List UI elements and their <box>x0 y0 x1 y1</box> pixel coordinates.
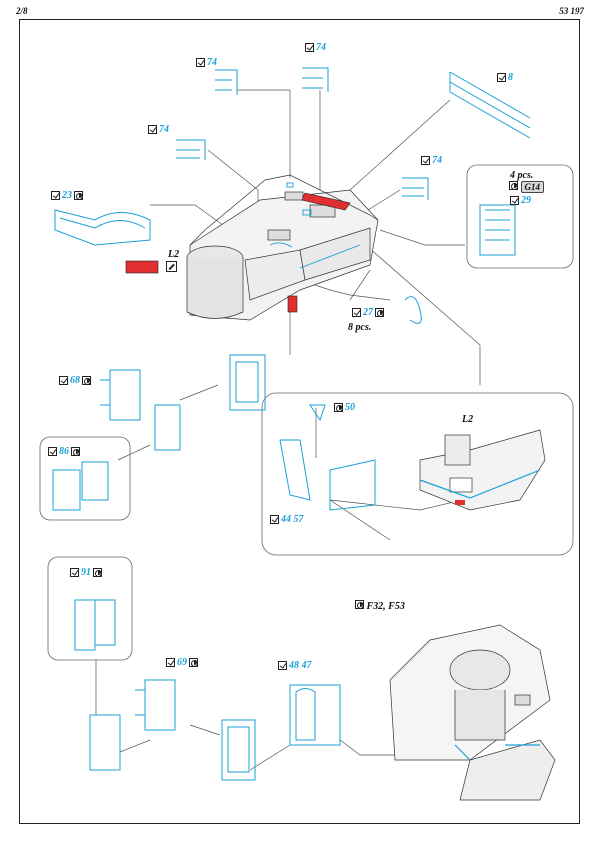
callout-91: 91 <box>70 567 102 578</box>
bend-icon <box>82 376 91 385</box>
bend-icon <box>71 447 80 456</box>
callout-74-top-center: 74 <box>305 42 326 53</box>
callout-29: 29 <box>510 195 531 206</box>
check-icon <box>421 156 430 165</box>
callout-86: 86 <box>48 446 80 457</box>
check-icon <box>510 196 519 205</box>
bend-icon <box>93 568 102 577</box>
product-code: 53 197 <box>559 6 584 16</box>
page-number: 2/8 <box>16 6 28 16</box>
callout-50: 50 <box>334 402 355 413</box>
check-icon <box>305 43 314 52</box>
check-icon <box>48 447 57 456</box>
funnel-detail-drawing <box>389 624 556 801</box>
callout-44-57: 44 57 <box>270 514 304 525</box>
check-icon <box>166 658 175 667</box>
check-icon <box>70 568 79 577</box>
red-paint-areas <box>287 192 351 313</box>
bend-icon <box>189 658 198 667</box>
spray-paint-icon <box>166 261 177 272</box>
callout-48-47: 48 47 <box>278 660 312 671</box>
callout-74-left: 74 <box>148 124 169 135</box>
callout-27: 27 <box>352 307 384 318</box>
check-icon <box>59 376 68 385</box>
g14-badge: G14 <box>509 181 544 193</box>
check-icon <box>196 58 205 67</box>
bend-icon <box>74 191 83 200</box>
superstructure-assembly <box>186 174 379 321</box>
callout-68: 68 <box>59 375 91 386</box>
check-icon <box>278 661 287 670</box>
l2-detail-label: L2 <box>462 414 474 425</box>
bend-icon <box>375 308 384 317</box>
check-icon <box>51 191 60 200</box>
l2-main-label: L2 <box>168 249 180 260</box>
callout-8: 8 <box>497 72 513 83</box>
bend-icon <box>334 403 343 412</box>
callout-69: 69 <box>166 657 198 668</box>
pcs-4-label: 4 pcs. <box>510 170 534 181</box>
check-icon <box>352 308 361 317</box>
l2-detail-drawing <box>419 429 546 511</box>
callout-74-right: 74 <box>421 155 442 166</box>
page-frame <box>19 19 580 824</box>
bend-icon <box>355 600 364 609</box>
callout-23: 23 <box>51 190 83 201</box>
f32-f53-label: F32, F53 <box>355 600 405 612</box>
callout-74-top-left: 74 <box>196 57 217 68</box>
pcs-8-label: 8 pcs. <box>348 322 372 333</box>
check-icon <box>148 125 157 134</box>
photoetch-highlights <box>269 182 361 269</box>
check-icon <box>497 73 506 82</box>
check-icon <box>270 515 279 524</box>
bend-icon <box>509 181 518 190</box>
photoetch-parts <box>52 67 531 781</box>
